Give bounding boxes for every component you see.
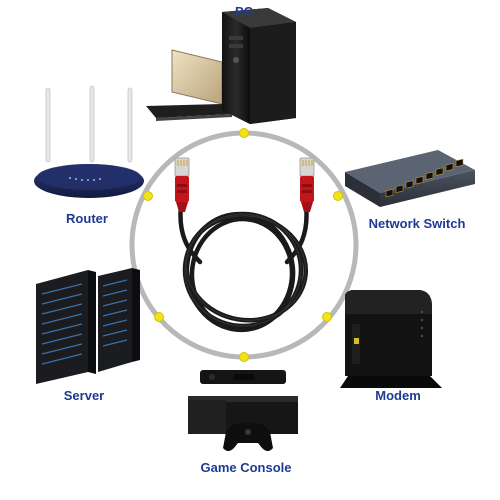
pc-label: PC <box>235 4 254 19</box>
router-label: Router <box>66 211 108 226</box>
ring-node <box>322 312 332 322</box>
ethernet-cable-icon <box>174 157 315 333</box>
game-console-label: Game Console <box>200 460 291 475</box>
rj45-connector-right <box>299 157 315 212</box>
network-switch-label: Network Switch <box>369 216 466 231</box>
router-icon <box>34 85 144 198</box>
rj45-connector-left <box>174 157 190 212</box>
ring-node <box>143 191 153 201</box>
game-console-icon <box>188 370 298 451</box>
connection-ring <box>129 130 359 360</box>
server-icon <box>36 268 140 384</box>
ring-nodes <box>143 128 343 362</box>
modem-icon <box>340 290 442 388</box>
network-switch-icon <box>345 150 475 207</box>
modem-label: Modem <box>375 388 421 403</box>
ring-node <box>239 352 249 362</box>
ring-node <box>239 128 249 138</box>
ring-node <box>333 191 343 201</box>
pc-icon <box>146 8 296 124</box>
server-label: Server <box>64 388 104 403</box>
ring-node <box>154 312 164 322</box>
